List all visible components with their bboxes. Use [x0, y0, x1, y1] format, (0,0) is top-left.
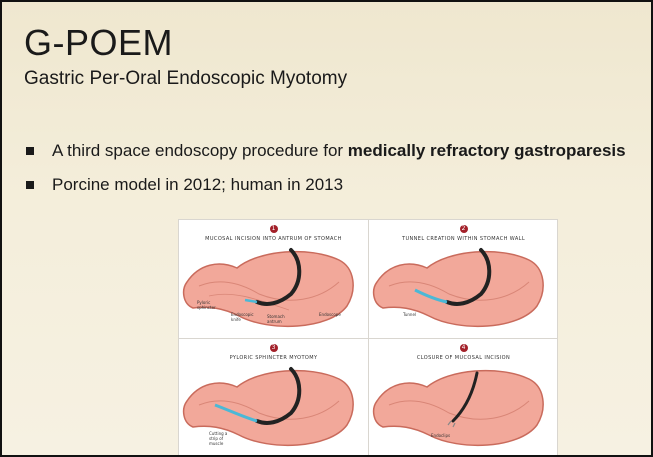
bullet-item: Porcine model in 2012; human in 2013 — [26, 175, 343, 195]
bullet-square-icon — [26, 147, 34, 155]
bullet-text: A third space endoscopy procedure for me… — [52, 141, 626, 161]
figure-panel-3: 3 PYLORIC SPHINCTER MYOTOMY Cutting a st… — [179, 338, 368, 457]
label-endoscope: Endoscope — [319, 312, 349, 317]
slide-title: G-POEM — [24, 22, 173, 64]
procedure-figure: 1 MUCOSAL INCISION INTO ANTRUM OF STOMAC… — [178, 219, 558, 457]
stomach-illustration — [369, 220, 558, 338]
label-endoclips: Endoclips — [431, 433, 461, 438]
label-cutting-muscle: Cutting a strip of muscle — [209, 431, 233, 446]
bullet-item: A third space endoscopy procedure for me… — [26, 141, 626, 161]
bullet-text-prefix: A third space endoscopy procedure for — [52, 141, 348, 160]
bullet-text-bold: medically refractory gastroparesis — [348, 141, 626, 160]
label-pyloric-sphincter: Pyloric sphincter — [197, 300, 219, 310]
bullet-text: Porcine model in 2012; human in 2013 — [52, 175, 343, 195]
bullet-square-icon — [26, 181, 34, 189]
label-tunnel: Tunnel — [403, 312, 427, 317]
figure-panel-4: 4 CLOSURE OF MUCOSAL INCISION Endoclips — [368, 338, 558, 457]
label-stomach-antrum: Stomach antrum — [267, 314, 291, 324]
stomach-illustration — [179, 339, 368, 457]
figure-panel-1: 1 MUCOSAL INCISION INTO ANTRUM OF STOMAC… — [179, 220, 368, 338]
stomach-illustration — [369, 339, 558, 457]
slide-subtitle: Gastric Per-Oral Endoscopic Myotomy — [24, 68, 347, 90]
label-endoscopic-knife: Endoscopic knife — [231, 312, 255, 322]
figure-panel-2: 2 TUNNEL CREATION WITHIN STOMACH WALL Tu… — [368, 220, 558, 338]
